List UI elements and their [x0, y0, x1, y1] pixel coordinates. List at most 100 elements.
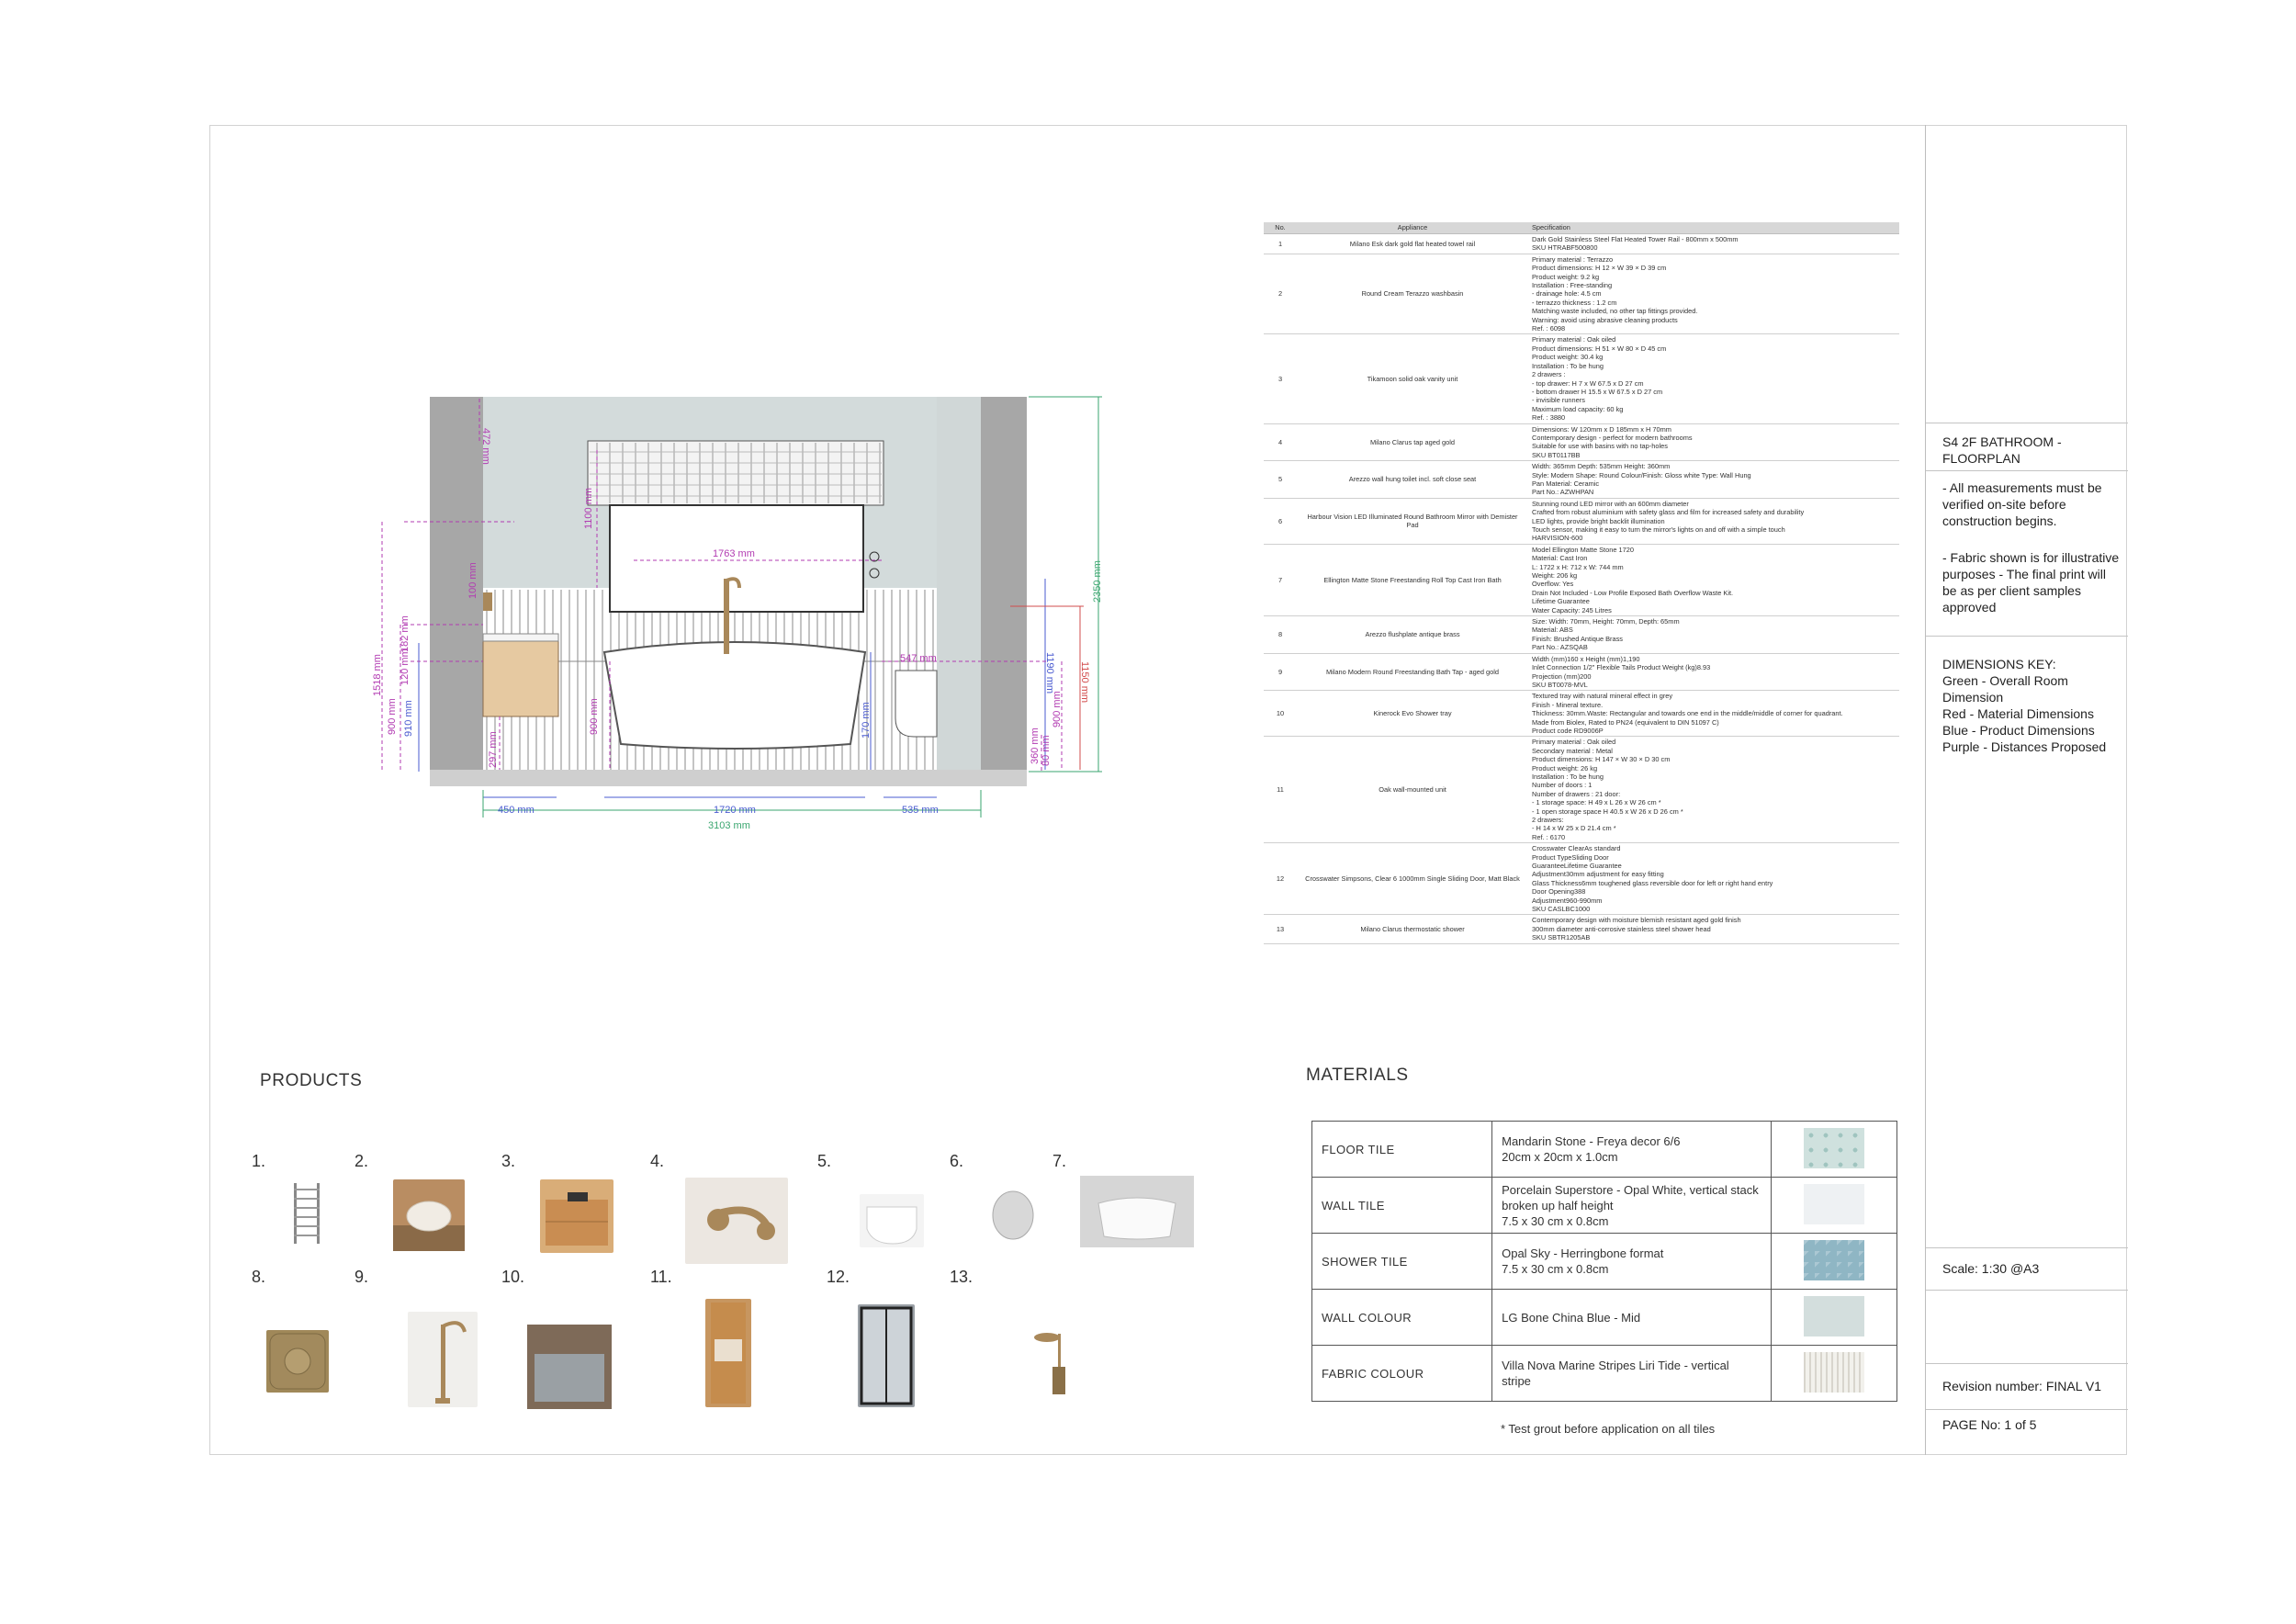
title-block: S4 2F BATHROOM - FLOORPLAN - All measure…	[1925, 125, 2128, 1455]
spec-specification: Model Ellington Matte Stone 1720 Materia…	[1528, 544, 1899, 617]
bath-tap-icon	[408, 1312, 478, 1407]
material-description: Opal Sky - Herringbone format 7.5 x 30 c…	[1491, 1233, 1772, 1290]
spec-appliance: Milano Modern Round Freestanding Bath Ta…	[1297, 653, 1528, 692]
product-number: 5.	[817, 1152, 832, 1170]
shower-wall	[937, 397, 981, 770]
material-description: LG Bone China Blue - Mid	[1491, 1289, 1772, 1346]
bathroom-elevation-drawing: 472 mm 1100 mm 1763 mm 100 mm 2350 mm 18…	[372, 396, 1103, 831]
material-swatch	[1803, 1183, 1864, 1224]
spec-specification: Dark Gold Stainless Steel Flat Heated To…	[1528, 233, 1899, 254]
product-number: 4.	[650, 1152, 665, 1170]
dim-535: 535 mm	[902, 805, 939, 816]
dimensions-key-red: Red - Material Dimensions	[1942, 706, 2094, 721]
material-label: FABRIC COLOUR	[1311, 1345, 1493, 1402]
spec-specification: Primary material : Terrazzo Product dime…	[1528, 254, 1899, 335]
page-number: PAGE No: 1 of 5	[1942, 1417, 2037, 1432]
material-swatch-cell	[1770, 1289, 1898, 1346]
mirror-icon	[990, 1189, 1036, 1242]
spec-no: 12	[1264, 842, 1297, 916]
product-number: 2.	[355, 1152, 369, 1170]
dim-1518: 1518 mm	[372, 654, 383, 696]
bath-tap	[724, 579, 729, 654]
product-number: 12.	[827, 1268, 850, 1286]
spec-appliance: Kinerock Evo Shower tray	[1297, 690, 1528, 738]
spec-appliance: Milano Clarus tap aged gold	[1297, 423, 1528, 462]
spec-no: 11	[1264, 736, 1297, 844]
spec-appliance: Oak wall-mounted unit	[1297, 736, 1528, 844]
wall-light-1	[869, 551, 880, 562]
wall-light-2	[869, 568, 880, 579]
dim-100: 100 mm	[467, 562, 478, 599]
dimensions-key-green: Green - Overall Room Dimension	[1942, 673, 2068, 705]
spec-no: 5	[1264, 460, 1297, 499]
spec-specification: Primary material : Oak oiled Secondary m…	[1528, 736, 1899, 844]
materials-note: * Test grout before application on all t…	[1501, 1422, 1716, 1436]
spec-no: 1	[1264, 233, 1297, 254]
product-number: 1.	[252, 1152, 266, 1170]
left-pillar	[430, 397, 483, 770]
dimensions-key-purple: Purple - Distances Proposed	[1942, 739, 2107, 754]
header-appliance: Appliance	[1297, 222, 1528, 234]
toilet	[895, 670, 938, 738]
shower-tray-icon	[527, 1325, 612, 1409]
dim-297: 297 mm	[488, 731, 499, 768]
basin-icon	[393, 1179, 465, 1251]
dim-120: 120 mm	[400, 648, 411, 685]
dimensions-key-blue: Blue - Product Dimensions	[1942, 723, 2095, 738]
product-number: 9.	[355, 1268, 369, 1286]
floor	[430, 770, 1027, 786]
shower-icon	[1029, 1325, 1075, 1407]
material-description: Mandarin Stone - Freya decor 6/6 20cm x …	[1491, 1121, 1772, 1178]
wall-unit-icon	[705, 1299, 751, 1407]
scale-label: Scale: 1:30 @A3	[1942, 1261, 2040, 1276]
spec-table-header: No. Appliance Specification	[1264, 222, 1899, 234]
spec-specification: Size: Width: 70mm, Height: 70mm, Depth: …	[1528, 615, 1899, 654]
spec-no: 7	[1264, 544, 1297, 617]
spec-appliance: Milano Esk dark gold flat heated towel r…	[1297, 233, 1528, 254]
bathtub	[602, 641, 867, 750]
spec-specification: Contemporary design with moisture blemis…	[1528, 914, 1899, 944]
spec-specification: Width (mm)160 x Height (mm)1,190 Inlet C…	[1528, 653, 1899, 692]
dim-472: 472 mm	[480, 428, 491, 465]
material-swatch-cell	[1770, 1177, 1898, 1234]
vanity-unit	[482, 640, 559, 717]
dim-170: 170 mm	[861, 702, 872, 739]
dim-1190: 1190 mm	[1044, 652, 1055, 694]
spec-specification: Crosswater ClearAs standard Product Type…	[1528, 842, 1899, 916]
material-label: FLOOR TILE	[1311, 1121, 1493, 1178]
material-label: SHOWER TILE	[1311, 1233, 1493, 1290]
product-number: 11.	[650, 1268, 672, 1286]
material-swatch	[1803, 1127, 1864, 1168]
spec-no: 13	[1264, 914, 1297, 944]
dim-547: 547 mm	[900, 653, 937, 664]
dim-910: 910 mm	[403, 700, 414, 737]
spec-specification: Width: 365mm Depth: 535mm Height: 360mm …	[1528, 460, 1899, 499]
towel-rail-icon	[288, 1181, 325, 1246]
spec-appliance: Crosswater Simpsons, Clear 6 1000mm Sing…	[1297, 842, 1528, 916]
spec-no: 6	[1264, 498, 1297, 545]
dim-450: 450 mm	[498, 805, 535, 816]
bath-icon	[1080, 1176, 1194, 1247]
material-label: WALL COLOUR	[1311, 1289, 1493, 1346]
dim-3103: 3103 mm	[708, 820, 750, 831]
dim-80: 80 mm	[1041, 735, 1052, 766]
header-no: No.	[1264, 222, 1297, 234]
header-specification: Specification	[1528, 222, 1899, 234]
spec-specification: Textured tray with natural mineral effec…	[1528, 690, 1899, 738]
toilet-icon	[860, 1194, 924, 1247]
materials-heading: MATERIALS	[1306, 1066, 1409, 1085]
